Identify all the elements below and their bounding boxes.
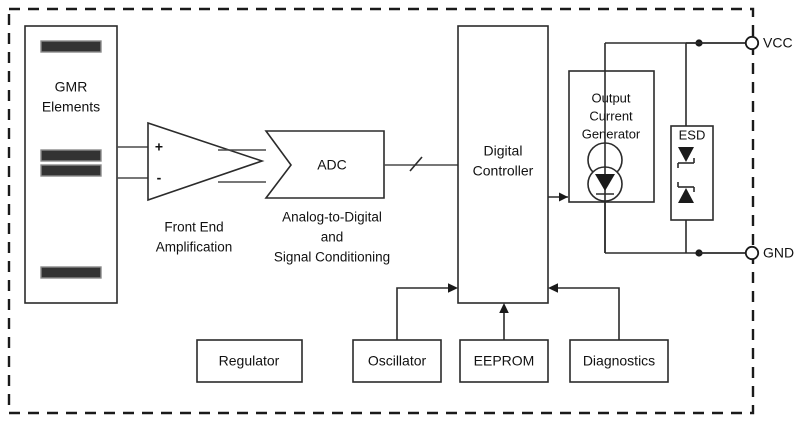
vcc-pin-label: VCC [763,35,793,51]
esd-zener-upper-triangle [678,147,694,162]
diagnostics-block[interactable] [569,339,669,383]
vcc-terminal-circle[interactable] [744,35,760,51]
adc-caption-line2: and [321,230,344,245]
amp-caption-line2: Amplification [156,240,233,255]
gmr-bar-middle-upper [40,149,102,162]
gmr-label-line1: GMR [55,79,88,95]
gnd-pin-label: GND [763,245,794,261]
arrowhead-digital-to-ocg [559,192,568,202]
front-end-amplifier[interactable] [147,121,265,202]
amp-caption-line1: Front End [164,220,223,235]
arrowhead-eeprom-to-digital [499,303,509,313]
regulator-label: Regulator [219,353,280,369]
wire-oscillator-to-digital [396,287,448,340]
gnd-terminal-circle[interactable] [744,245,760,261]
digital-label-line1: Digital [484,143,523,159]
gmr-bar-middle-lower [40,164,102,177]
amp-minus-sign: - [157,170,162,186]
ic-package-boundary [7,7,755,415]
adc-block[interactable] [264,130,385,199]
current-source-arrow [595,174,615,191]
gmr-label-line2: Elements [42,99,100,115]
esd-zener-lower-triangle [678,188,694,203]
regulator-block[interactable] [196,339,303,383]
digital-label-line2: Controller [473,163,534,179]
ocg-label-line2: Current [589,108,633,123]
arrowhead-oscillator-to-digital [448,283,458,293]
gmr-bar-bottom [40,266,102,279]
gmr-bar-top [40,40,102,53]
arrowhead-diagnostics-to-digital [548,283,558,293]
digital-controller-block[interactable] [457,25,549,304]
bus-slash-marker [409,156,423,172]
adc-caption-line3: Signal Conditioning [274,250,390,265]
eeprom-block[interactable] [459,339,549,383]
esd-label: ESD [679,127,706,142]
wire-diagnostics-to-digital [558,287,620,340]
esd-block[interactable] [670,125,714,221]
ocg-label-line1: Output [591,90,630,105]
ocg-label-line3: Generator [582,126,641,141]
oscillator-block[interactable] [352,339,442,383]
adc-caption-line1: Analog-to-Digital [282,210,382,225]
amp-plus-sign: + [155,139,163,155]
eeprom-label: EEPROM [474,353,535,369]
adc-label: ADC [317,157,347,173]
oscillator-label: Oscillator [368,353,427,369]
diagnostics-label: Diagnostics [583,353,655,369]
